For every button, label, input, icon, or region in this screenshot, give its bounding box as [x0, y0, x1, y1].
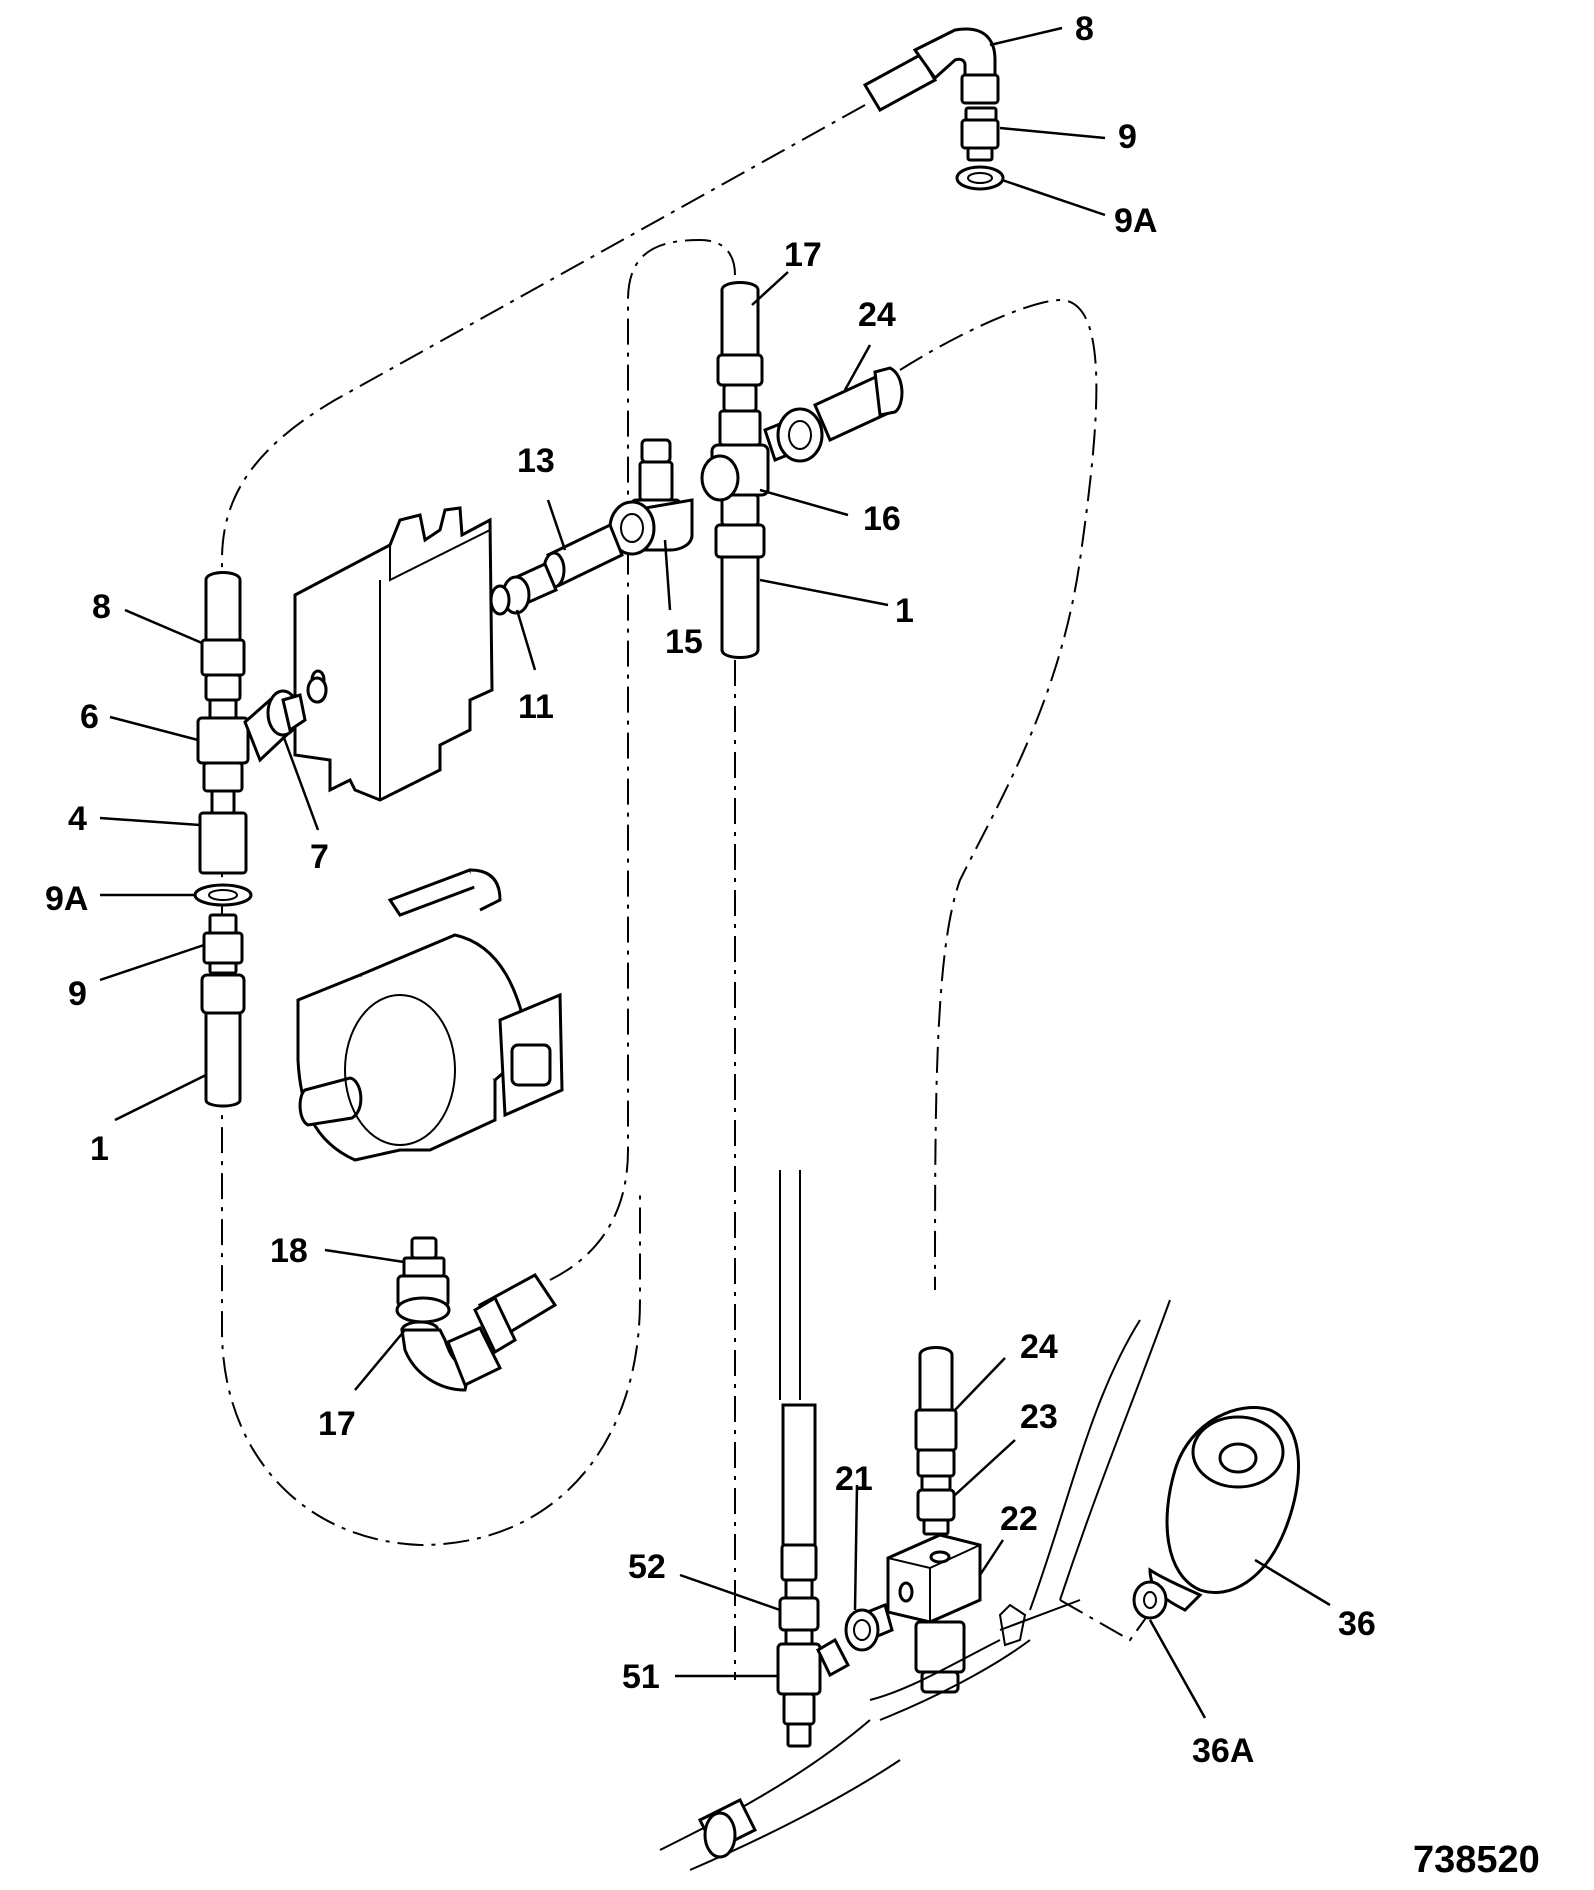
callout-11: 11 — [518, 688, 554, 726]
callout-22: 22 — [1000, 1500, 1038, 1538]
callout-6: 6 — [80, 698, 99, 736]
callout-16: 16 — [863, 500, 901, 538]
callout-52: 52 — [628, 1548, 666, 1586]
tee-fitting-16 — [700, 281, 904, 659]
callout-24-top: 24 — [858, 296, 896, 334]
callout-9-top: 9 — [1118, 118, 1137, 156]
callout-labels: 8 9 9A 17 24 13 16 1 15 11 8 6 4 7 9A 9 … — [45, 10, 1540, 1881]
callout-24-bottom: 24 — [1020, 1328, 1058, 1366]
callout-8-left: 8 — [92, 588, 111, 626]
control-valve-block — [293, 506, 494, 802]
figure-number: 738520 — [1413, 1839, 1540, 1881]
callout-18: 18 — [270, 1232, 308, 1270]
callout-8-top: 8 — [1075, 10, 1094, 48]
chassis-frame — [659, 1170, 1171, 1871]
leader-lines — [99, 26, 1331, 1719]
lower-elbow-assembly — [395, 1236, 558, 1392]
callout-17-top: 17 — [784, 236, 822, 274]
callout-36a: 36A — [1192, 1732, 1254, 1770]
accumulator — [1132, 1406, 1300, 1620]
callout-36: 36 — [1338, 1605, 1376, 1643]
callout-9-left: 9 — [68, 975, 87, 1013]
callout-51: 51 — [622, 1658, 660, 1696]
callout-17-bottom: 17 — [318, 1405, 356, 1443]
callout-1-left: 1 — [90, 1130, 109, 1168]
hydraulic-pump — [296, 868, 564, 1162]
callout-23: 23 — [1020, 1398, 1058, 1436]
callout-1-right: 1 — [895, 592, 914, 630]
callout-9a-top: 9A — [1114, 202, 1157, 240]
fitting-15-13-11 — [489, 438, 694, 616]
hose-routing-lines — [221, 104, 1149, 1680]
callout-15: 15 — [665, 623, 703, 661]
callout-7: 7 — [310, 838, 329, 876]
callout-21: 21 — [835, 1460, 873, 1498]
top-elbow-assembly — [862, 27, 1005, 191]
lower-right-assembly — [776, 1346, 1027, 1748]
callout-4: 4 — [68, 800, 87, 838]
callout-9a-left: 9A — [45, 880, 88, 918]
callout-13: 13 — [517, 442, 555, 480]
left-vertical-assembly — [193, 571, 328, 1108]
